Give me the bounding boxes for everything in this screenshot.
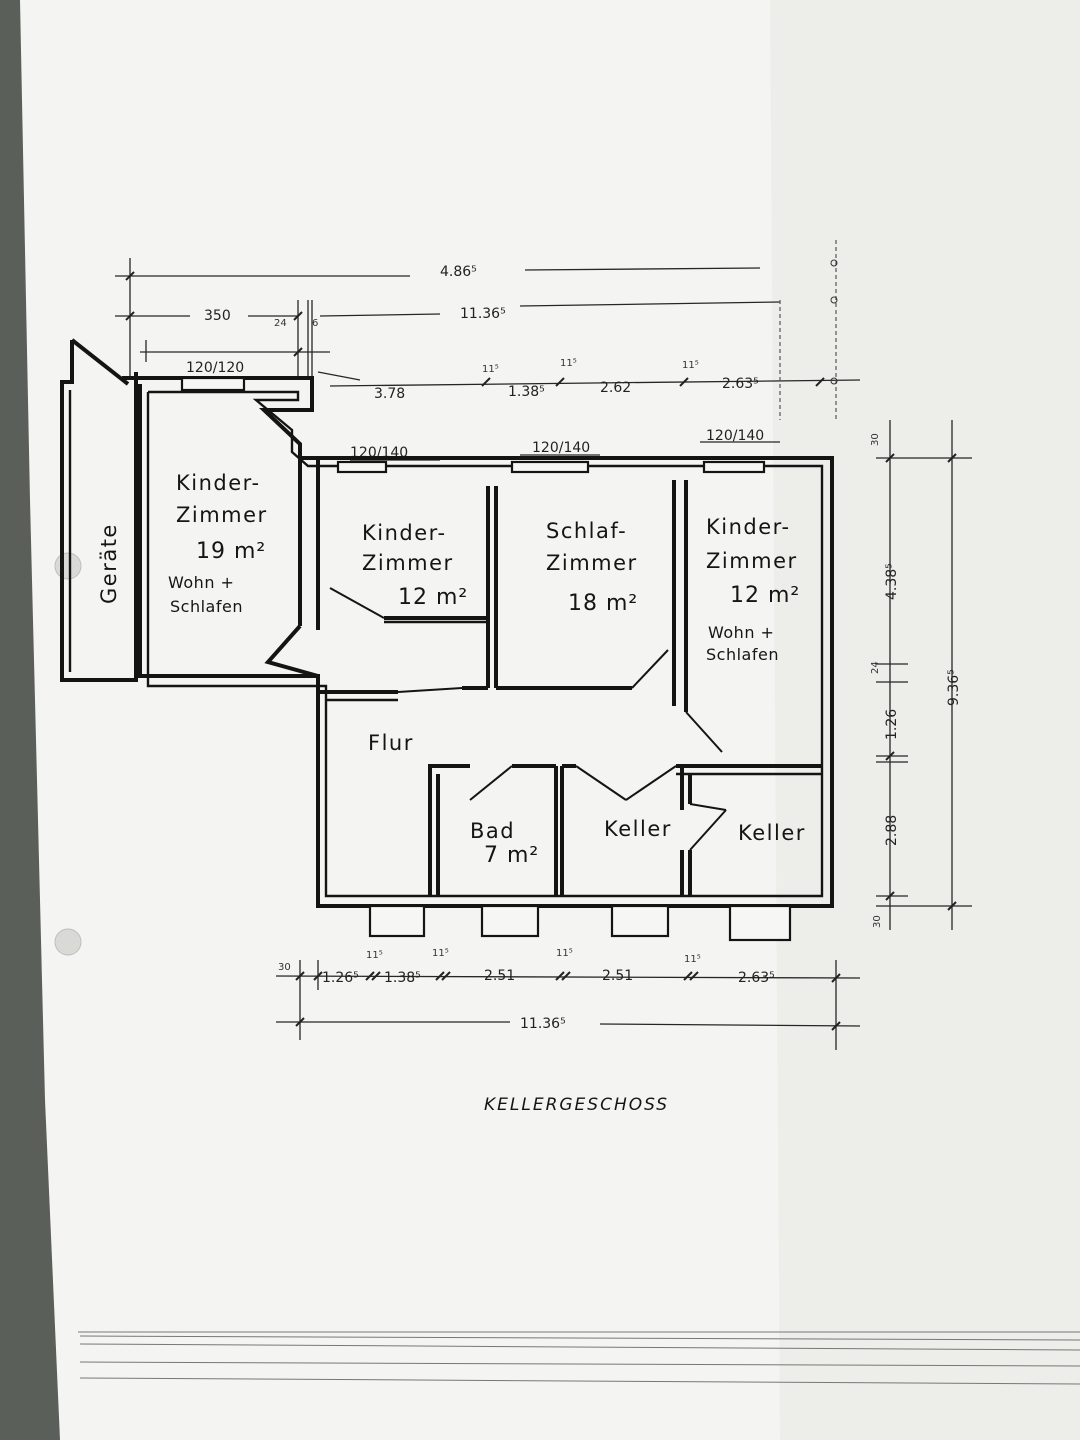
dim-top-window: 120/120 bbox=[186, 360, 244, 376]
dim-top-1385: 1.38⁵ bbox=[508, 384, 545, 400]
dim-bottom-total: 11.36⁵ bbox=[520, 1016, 566, 1032]
room-geraete: Geräte bbox=[97, 523, 121, 604]
dim-window-c: 120/140 bbox=[706, 428, 764, 444]
room-note: Wohn + bbox=[168, 573, 234, 592]
dim-window-b: 120/140 bbox=[532, 440, 590, 456]
room-label: Zimmer bbox=[546, 551, 638, 575]
room-label: Kinder- bbox=[362, 521, 447, 545]
room-label: Kinder- bbox=[706, 515, 791, 539]
room-area: 19 m² bbox=[196, 539, 266, 564]
room-note: Wohn + bbox=[708, 623, 774, 642]
dim-right-30b: 30 bbox=[872, 915, 883, 928]
dim-right-4385: 4.38⁵ bbox=[884, 563, 900, 600]
room-bad: Bad 7 m² bbox=[470, 819, 539, 868]
dim-bottom-2635: 2.63⁵ bbox=[738, 970, 775, 986]
dim-bottom-251b: 2.51 bbox=[602, 968, 633, 984]
dim-bottom-115a: 11⁵ bbox=[366, 950, 383, 961]
room-label: Zimmer bbox=[362, 551, 454, 575]
doors bbox=[329, 587, 727, 851]
paper-fold-shade bbox=[770, 0, 1080, 1440]
dim-bottom-115d: 11⁵ bbox=[684, 954, 701, 965]
room-note: Schlafen bbox=[706, 645, 779, 664]
dim-bottom-30: 30 bbox=[278, 962, 291, 973]
room-kinderzimmer-1: Kinder- Zimmer 19 m² Wohn + Schlafen bbox=[168, 471, 268, 616]
room-area: 7 m² bbox=[484, 843, 539, 868]
dim-top-6: 6 bbox=[312, 318, 318, 329]
dim-top-115b: 11⁵ bbox=[560, 358, 577, 369]
dim-top-378: 3.78 bbox=[374, 386, 405, 402]
dim-bottom-115c: 11⁵ bbox=[556, 948, 573, 959]
dim-bottom-1385: 1.38⁵ bbox=[384, 970, 421, 986]
dim-top-11: 11.36⁵ bbox=[460, 306, 506, 322]
room-area: 12 m² bbox=[730, 583, 800, 608]
dim-right-126: 1.26 bbox=[884, 709, 900, 740]
dim-top-263: 2.63⁵ bbox=[722, 376, 759, 392]
room-area: 12 m² bbox=[398, 585, 468, 610]
room-label: Kinder- bbox=[176, 471, 261, 495]
dim-top-24: 24 bbox=[274, 318, 287, 329]
room-schlafzimmer: Schlaf- Zimmer 18 m² bbox=[546, 519, 638, 616]
dim-top-total: 4.86⁵ bbox=[440, 264, 477, 280]
room-label: Schlaf- bbox=[546, 519, 627, 543]
room-label: Zimmer bbox=[176, 503, 268, 527]
room-kinderzimmer-2: Kinder- Zimmer 12 m² bbox=[362, 521, 468, 610]
bottom-dimension-lines: 30 1.26⁵ 11⁵ 1.38⁵ 11⁵ 2.51 11⁵ 2.51 11⁵… bbox=[275, 948, 861, 1050]
walls bbox=[60, 338, 834, 908]
dim-right-9365: 9.36⁵ bbox=[946, 669, 962, 706]
dim-top-115a: 11⁵ bbox=[482, 364, 499, 375]
dim-right-24: 24 bbox=[870, 661, 881, 674]
room-label: Bad bbox=[470, 819, 515, 843]
punch-hole-icon bbox=[54, 552, 82, 580]
punch-hole-icon bbox=[54, 928, 82, 956]
room-flur: Flur bbox=[368, 731, 414, 755]
dim-right-30a: 30 bbox=[870, 433, 881, 446]
right-dimension-lines: 30 4.38⁵ 9.36⁵ 24 1.26 2.88 30 bbox=[870, 420, 972, 930]
top-dimension-labels: 4.86⁵ 350 24 6 11.36⁵ 120/120 3.78 11⁵ 1… bbox=[186, 264, 780, 461]
plan-title: KELLERGESCHOSS bbox=[484, 1095, 669, 1115]
top-dimension-lines bbox=[115, 240, 861, 420]
dim-top-115c: 11⁵ bbox=[682, 360, 699, 371]
dim-bottom-1265: 1.26⁵ bbox=[322, 970, 359, 986]
room-label: Zimmer bbox=[706, 549, 798, 573]
room-area: 18 m² bbox=[568, 591, 638, 616]
dim-top-350: 350 bbox=[204, 308, 231, 324]
dim-top-262: 2.62 bbox=[600, 380, 631, 396]
room-note: Schlafen bbox=[170, 597, 243, 616]
dim-bottom-115b: 11⁵ bbox=[432, 948, 449, 959]
windows bbox=[180, 376, 792, 942]
scan-artifact-lines bbox=[78, 1331, 1080, 1385]
dim-bottom-251a: 2.51 bbox=[484, 968, 515, 984]
dim-right-288: 2.88 bbox=[884, 815, 900, 846]
room-kinderzimmer-3: Kinder- Zimmer 12 m² Wohn + Schlafen bbox=[706, 515, 800, 664]
room-keller-2: Keller bbox=[738, 821, 806, 845]
room-keller-1: Keller bbox=[604, 817, 672, 841]
